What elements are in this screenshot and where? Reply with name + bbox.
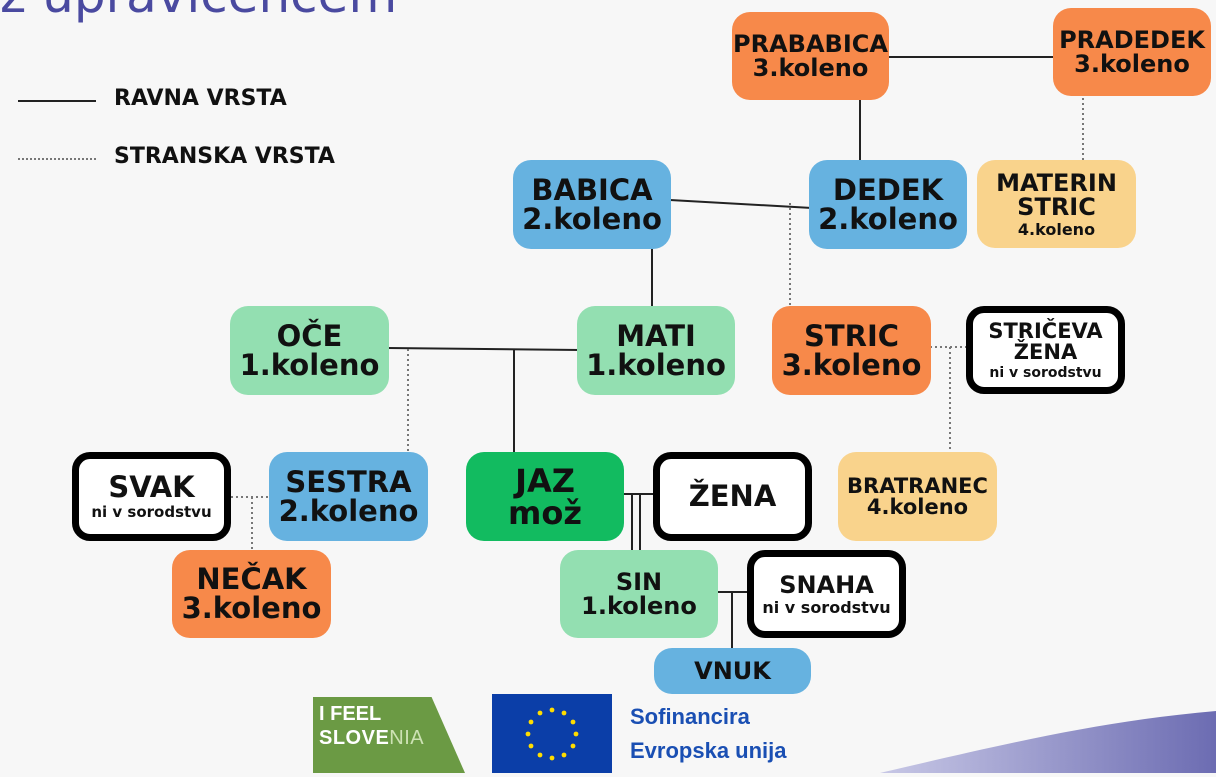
node-pradedek-degree: 3.koleno bbox=[1074, 50, 1190, 78]
node-mati: MATI 1.koleno bbox=[577, 306, 735, 395]
eu-flag bbox=[492, 694, 612, 773]
node-necak-name: NEČAK bbox=[196, 562, 307, 596]
node-sestra: SESTRA 2.koleno bbox=[269, 452, 428, 541]
node-babica: BABICA 2.koleno bbox=[513, 160, 671, 249]
logo-line2-thin: NIA bbox=[389, 727, 425, 749]
node-prababica-name: PRABABICA bbox=[733, 30, 888, 58]
node-oce-name: OČE bbox=[276, 318, 343, 353]
logo-line1: I FEEL bbox=[319, 703, 382, 725]
node-stric: STRIC 3.koleno bbox=[772, 306, 931, 395]
node-sin-degree: 1.koleno bbox=[581, 592, 697, 620]
node-svak-note: ni v sorodstvu bbox=[91, 503, 212, 521]
node-striceva-zena-name2: ŽENA bbox=[1013, 339, 1078, 364]
legend-dotted: STRANSKA VRSTA bbox=[18, 144, 378, 174]
node-materin-stric-degree: 4.koleno bbox=[1017, 219, 1096, 239]
decorative-swoosh bbox=[880, 711, 1216, 773]
node-sestra-name: SESTRA bbox=[285, 464, 412, 499]
node-striceva-zena-note: ni v sorodstvu bbox=[989, 364, 1102, 381]
node-zena: ŽENA bbox=[653, 452, 812, 541]
node-dedek-name: DEDEK bbox=[832, 172, 944, 207]
node-stric-name: STRIC bbox=[803, 318, 900, 353]
node-materin-stric-name1: MATERIN bbox=[996, 168, 1117, 197]
node-materin-stric: MATERIN STRIC 4.koleno bbox=[977, 160, 1136, 248]
node-stric-degree: 3.koleno bbox=[781, 347, 922, 382]
node-necak-degree: 3.koleno bbox=[181, 591, 322, 625]
node-snaha-note: ni v sorodstvu bbox=[762, 597, 891, 617]
node-snaha: SNAHA ni v sorodstvu bbox=[747, 550, 906, 638]
node-vnuk: VNUK bbox=[654, 648, 811, 694]
node-striceva-zena: STRIČEVA ŽENA ni v sorodstvu bbox=[966, 306, 1125, 394]
eu-stars-icon bbox=[525, 707, 579, 761]
node-svak-name: SVAK bbox=[108, 470, 195, 504]
node-sestra-degree: 2.koleno bbox=[278, 493, 419, 528]
node-pradedek: PRADEDEK 3.koleno bbox=[1053, 8, 1211, 96]
node-striceva-zena-name1: STRIČEVA bbox=[988, 318, 1103, 343]
node-dedek-degree: 2.koleno bbox=[818, 201, 958, 236]
node-sin-name: SIN bbox=[615, 568, 663, 596]
node-sin: SIN 1.koleno bbox=[560, 550, 718, 638]
legend-solid: RAVNA VRSTA bbox=[18, 86, 378, 116]
line-oce-mati bbox=[387, 347, 581, 351]
eu-text-line1: Sofinancira bbox=[630, 704, 750, 729]
node-dedek: DEDEK 2.koleno bbox=[809, 160, 967, 249]
node-necak: NEČAK 3.koleno bbox=[172, 550, 331, 638]
logo-line2: SLOVENIA bbox=[319, 727, 424, 750]
node-oce-degree: 1.koleno bbox=[239, 347, 380, 382]
node-mati-name: MATI bbox=[616, 318, 696, 353]
legend-solid-label: RAVNA VRSTA bbox=[114, 86, 287, 111]
node-jaz: JAZ mož bbox=[466, 452, 624, 541]
page-title-fragment: z upravičencem bbox=[0, 0, 397, 24]
node-vnuk-name: VNUK bbox=[694, 657, 771, 685]
node-bratranec-degree: 4.koleno bbox=[866, 494, 969, 519]
node-zena-name: ŽENA bbox=[688, 479, 777, 513]
node-pradedek-name: PRADEDEK bbox=[1059, 26, 1205, 54]
node-oce: OČE 1.koleno bbox=[230, 306, 389, 395]
node-jaz-role: mož bbox=[508, 493, 582, 532]
node-bratranec-name: BRATRANEC bbox=[847, 473, 988, 498]
eu-text-line2: Evropska unija bbox=[630, 738, 787, 763]
node-snaha-name: SNAHA bbox=[779, 570, 874, 599]
node-bratranec: BRATRANEC 4.koleno bbox=[838, 452, 997, 541]
node-babica-degree: 2.koleno bbox=[522, 201, 662, 236]
legend-dotted-line bbox=[18, 158, 96, 160]
node-svak: SVAK ni v sorodstvu bbox=[72, 452, 231, 541]
node-mati-degree: 1.koleno bbox=[586, 347, 726, 382]
node-prababica-degree: 3.koleno bbox=[752, 54, 869, 82]
node-prababica: PRABABICA 3.koleno bbox=[732, 12, 889, 100]
node-babica-name: BABICA bbox=[531, 172, 653, 207]
legend-solid-line bbox=[18, 100, 96, 102]
logo-line2-bold: SLOVE bbox=[319, 727, 390, 749]
line-babica-dedek bbox=[669, 199, 813, 209]
legend-dotted-label: STRANSKA VRSTA bbox=[114, 144, 335, 169]
node-jaz-name: JAZ bbox=[515, 461, 575, 500]
node-materin-stric-name2: STRIC bbox=[1017, 192, 1096, 221]
